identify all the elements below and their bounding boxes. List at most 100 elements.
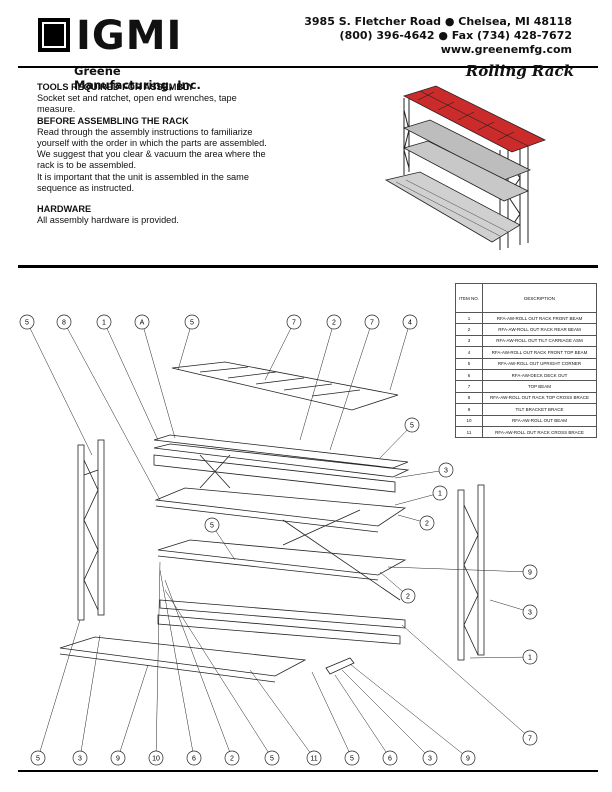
callout-balloon: 5: [30, 750, 46, 766]
callout-balloon: 9: [460, 750, 476, 766]
item-number-cell: 10: [455, 414, 483, 427]
callout-balloon: A: [134, 314, 150, 330]
item-number-cell: 4: [455, 346, 483, 359]
callout-balloon: 8: [56, 314, 72, 330]
tools-text: Socket set and ratchet, open end wrenche…: [37, 93, 237, 115]
callout-label: 3: [78, 756, 82, 763]
before-heading: BEFORE ASSEMBLING THE RACK: [37, 115, 189, 126]
callout-balloon: 11: [306, 750, 322, 766]
item-number-cell: 9: [455, 403, 483, 416]
item-description-cell: RFA-AW-ROLL OUT RACK FRONT TOP BEAM: [482, 346, 597, 359]
callout-balloon: 6: [186, 750, 202, 766]
callout-label: 5: [270, 756, 274, 763]
callout-label: 6: [192, 756, 196, 763]
before-paragraph: Read through the assembly instructions t…: [37, 126, 267, 149]
callout-label: 5: [350, 756, 354, 763]
item-number-cell: 7: [455, 380, 483, 393]
item-description-cell: RFA-AW-ROLL OUT RACK TOP CROSS BRACE: [482, 391, 597, 405]
item-description-cell: RFA-AW-ROLL OUT RACK REAR BEAM: [482, 323, 597, 336]
item-description-cell: TILT BRACKET BRACE: [482, 403, 597, 416]
callout-label: 10: [152, 756, 160, 763]
callout-label: 5: [410, 423, 414, 430]
callout-balloon: 5: [404, 417, 420, 433]
item-description-cell: RFA-AW-ROLL OUT RACK FRONT BEAM: [482, 311, 597, 325]
callout-label: 3: [528, 610, 532, 617]
phone-fax-line: (800) 396-4642 ● Fax (734) 428-7672: [339, 29, 572, 42]
callout-label: 2: [332, 320, 336, 327]
instructions-block: TOOLS REQUIRED FOR ASSEMBLY Socket set a…: [37, 82, 272, 226]
item-description-cell: TOP BEAM: [482, 380, 597, 393]
item-number-cell: 11: [455, 425, 483, 439]
item-description-cell: RFA-AW-DECK DECK OUT: [482, 368, 597, 382]
logo-graphic-icon: [38, 18, 70, 52]
item-number-cell: 5: [455, 357, 483, 370]
address-line: 3985 S. Fletcher Road ● Chelsea, MI 4811…: [304, 15, 572, 28]
callout-label: 5: [210, 523, 214, 530]
callout-label: 2: [406, 594, 410, 601]
col-header-description: DESCRIPTION: [482, 283, 597, 313]
callout-label: 2: [425, 521, 429, 528]
callout-balloon: 2: [326, 314, 342, 330]
callout-label: 11: [310, 756, 317, 763]
callout-label: 6: [388, 756, 392, 763]
callout-balloon: 4: [402, 314, 418, 330]
company-logo: IGMI Greene Manufacturing, Inc.: [36, 12, 212, 92]
callout-label: A: [140, 320, 145, 327]
callout-label: 5: [36, 756, 40, 763]
callout-balloon: 5: [264, 750, 280, 766]
callout-label: 4: [408, 320, 412, 327]
callout-balloon: 1: [522, 649, 538, 665]
section-divider: [18, 265, 598, 268]
callout-balloon: 3: [522, 604, 538, 620]
callout-balloon: 6: [382, 750, 398, 766]
callout-balloon: 7: [286, 314, 302, 330]
callout-label: 7: [370, 320, 374, 327]
before-paragraph: It is important that the unit is assembl…: [37, 171, 249, 193]
callout-label: 8: [62, 320, 66, 327]
website-link[interactable]: www.greenemfg.com: [440, 43, 572, 56]
item-description-cell: RFA-AW-ROLL OUT UPRIGHT CORNER: [482, 357, 597, 370]
callout-balloon: 5: [184, 314, 200, 330]
callout-label: 9: [116, 756, 120, 763]
callout-label: 9: [528, 570, 532, 577]
callout-balloon: 3: [438, 462, 454, 478]
callout-label: 2: [230, 756, 234, 763]
hardware-text: All assembly hardware is provided.: [37, 215, 179, 226]
callout-balloon: 3: [72, 750, 88, 766]
callout-balloon: 2: [419, 515, 435, 531]
callout-balloon: 9: [110, 750, 126, 766]
callout-label: 7: [292, 320, 296, 327]
callout-label: 1: [528, 655, 532, 662]
callout-label: 7: [528, 736, 532, 743]
callout-label: 5: [25, 320, 29, 327]
callout-label: 3: [444, 468, 448, 475]
callout-balloon: 5: [204, 517, 220, 533]
callout-label: 1: [438, 491, 442, 498]
item-description-cell: RFA-AW-ROLL OUT BEAM: [482, 414, 597, 427]
callout-balloon: 1: [432, 485, 448, 501]
item-number-cell: 6: [455, 368, 483, 382]
item-description-cell: RFA-AW-ROLL OUT TILT CARRIAGE ASM: [482, 334, 597, 348]
item-number-cell: 8: [455, 391, 483, 405]
col-header-item: ITEM NO.: [455, 283, 483, 313]
callout-balloon: 5: [344, 750, 360, 766]
item-number-cell: 2: [455, 323, 483, 336]
callout-balloon: 3: [422, 750, 438, 766]
callout-balloon: 10: [148, 750, 164, 766]
callout-balloon: 9: [522, 564, 538, 580]
logo-wordmark: IGMI: [76, 13, 183, 59]
callout-balloon: 7: [522, 730, 538, 746]
header-divider: [18, 66, 598, 68]
item-description-cell: RFA-AW-ROLL OUT RACK CROSS BRACE: [482, 425, 597, 439]
item-number-cell: 1: [455, 311, 483, 325]
before-paragraph: We suggest that you clear & vacuum the a…: [37, 149, 266, 171]
